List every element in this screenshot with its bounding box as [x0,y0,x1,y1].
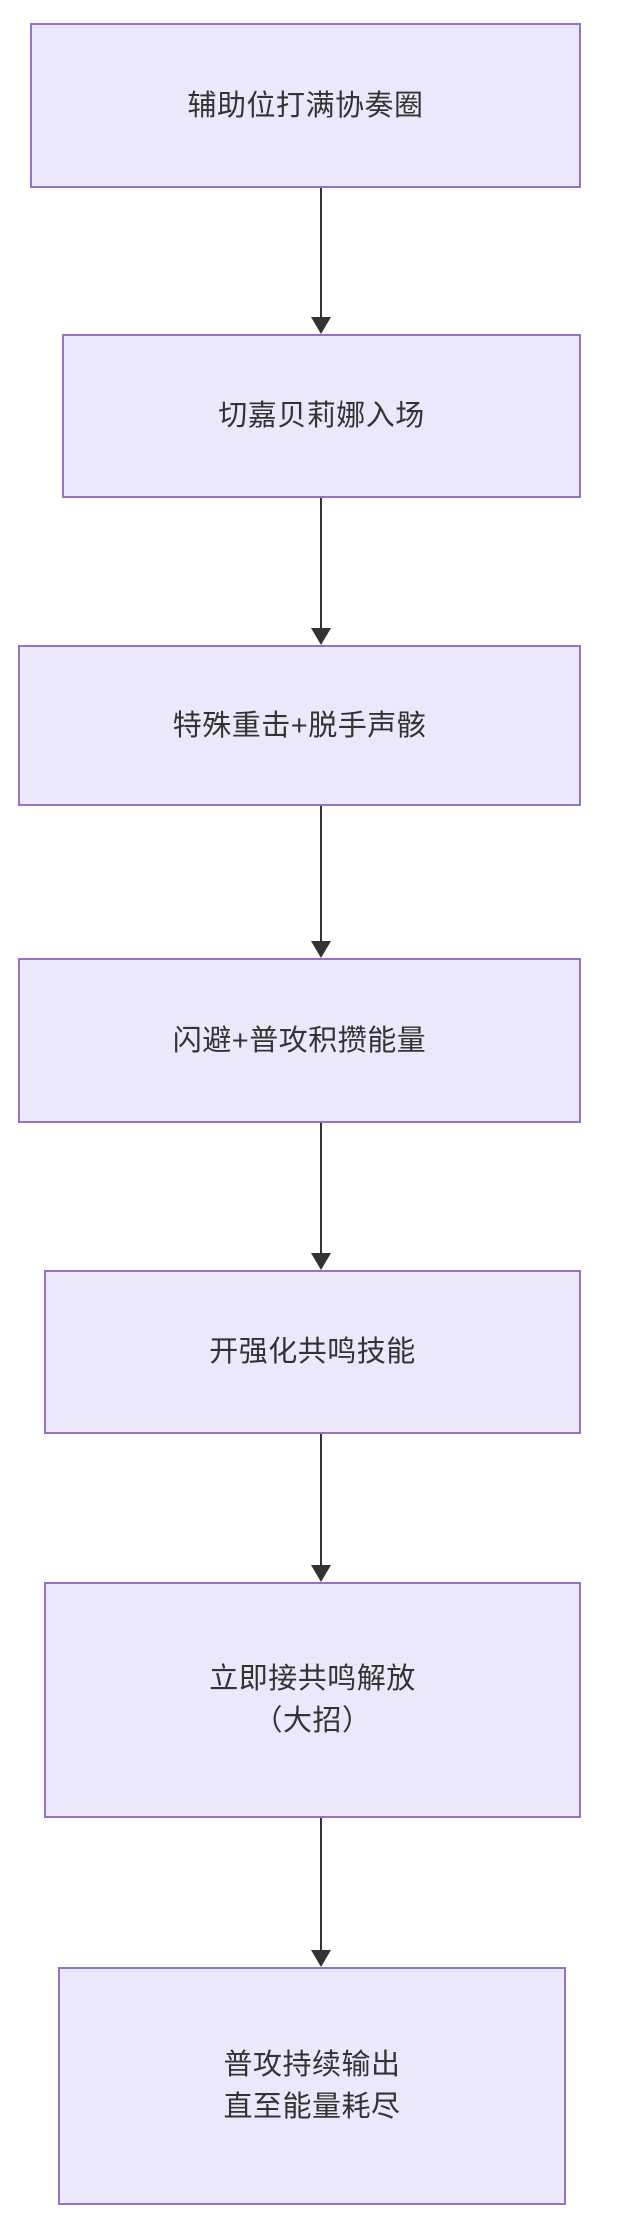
flow-node-label: 闪避+普攻积攒能量 [172,1024,427,1057]
flow-node-n6[interactable]: 立即接共鸣解放 （大招） [44,1582,581,1818]
flow-node-n5[interactable]: 开强化共鸣技能 [44,1270,581,1434]
flow-node-label: 特殊重击+脱手声骸 [172,709,427,742]
flow-node-label: 开强化共鸣技能 [209,1336,416,1368]
edge-line [320,497,322,628]
flow-edge-n5-n6 [311,1433,331,1582]
arrowhead-icon [311,317,331,334]
flow-edge-n4-n5 [311,1122,331,1270]
arrowhead-icon [311,1565,331,1582]
flow-node-label: 切嘉贝莉娜入场 [218,400,425,432]
edge-line [320,1433,322,1565]
edge-line [320,188,322,317]
arrowhead-icon [311,1950,331,1967]
flow-node-n7[interactable]: 普攻持续输出 直至能量耗尽 [58,1967,566,2205]
edge-line [320,1817,322,1950]
flow-node-label: 普攻持续输出 直至能量耗尽 [223,2049,401,2123]
flow-edge-n3-n4 [311,805,331,958]
flow-node-n4[interactable]: 闪避+普攻积攒能量 [18,958,581,1123]
flow-node-label: 辅助位打满协奏圈 [187,89,424,122]
edge-line [320,1122,322,1253]
flow-node-n1[interactable]: 辅助位打满协奏圈 [30,23,581,188]
flow-edge-n2-n3 [311,497,331,645]
arrowhead-icon [311,1253,331,1270]
flow-edge-n6-n7 [311,1817,331,1967]
arrowhead-icon [311,941,331,958]
flow-node-n2[interactable]: 切嘉贝莉娜入场 [62,334,581,498]
flow-node-label: 立即接共鸣解放 （大招） [209,1663,416,1737]
flow-node-n3[interactable]: 特殊重击+脱手声骸 [18,645,581,806]
flow-edge-n1-n2 [311,188,331,334]
arrowhead-icon [311,628,331,645]
edge-line [320,805,322,941]
